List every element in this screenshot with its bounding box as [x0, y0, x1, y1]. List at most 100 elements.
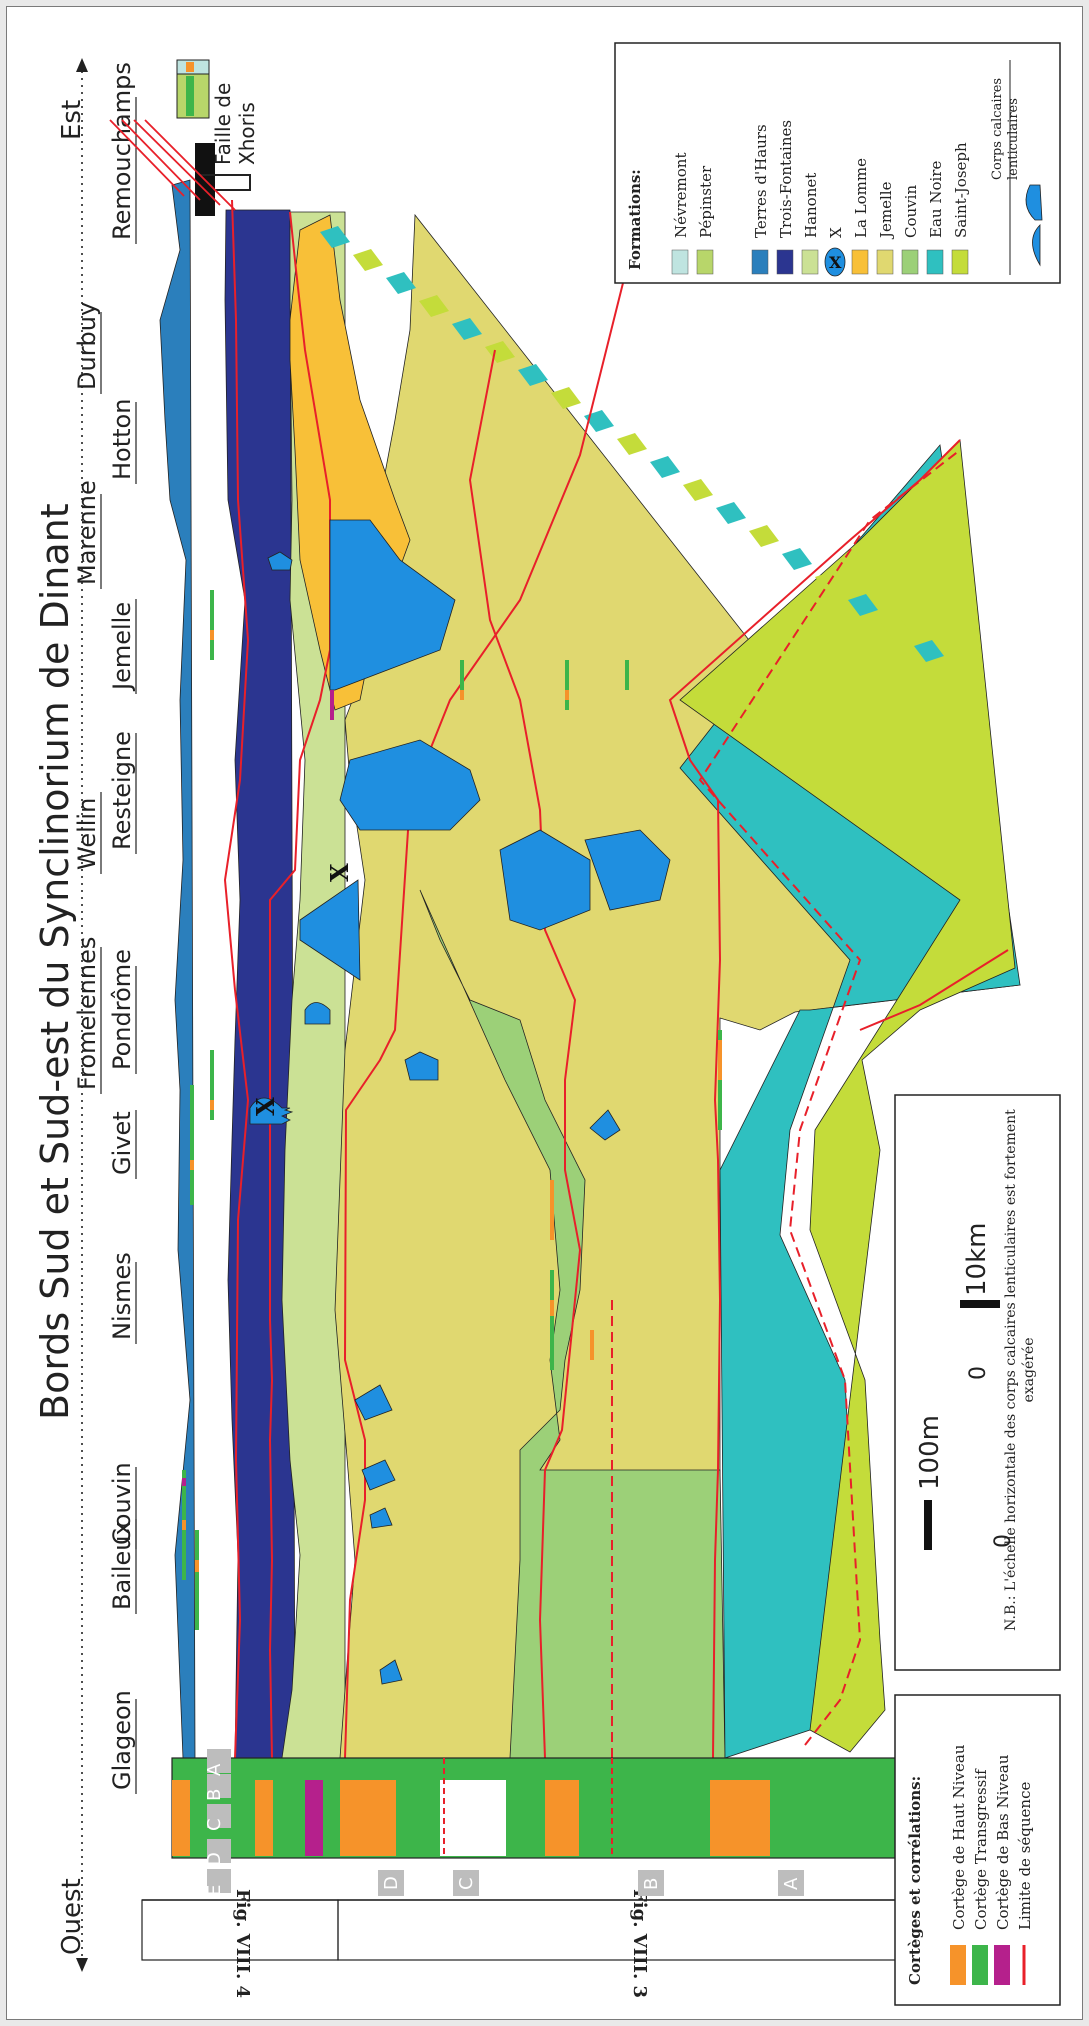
scale-vertical-zero: 0	[991, 1534, 1016, 1548]
locality-label: Resteigne	[108, 731, 136, 850]
fault-bracket	[200, 174, 251, 191]
lenticular-legend-icon	[1025, 184, 1043, 221]
sequence-label: A	[781, 1877, 802, 1890]
correlation-line	[133, 119, 221, 206]
hatch-segment	[683, 479, 713, 501]
hatch-segment	[320, 226, 350, 248]
sequence-label: C	[204, 1818, 225, 1831]
locality-label: Hotton	[108, 399, 136, 480]
cortege-legend: Cortèges et corrélations: Cortège de Hau…	[894, 1694, 1061, 2006]
formation-label: Eau Noire	[927, 161, 945, 238]
sequence-badge	[638, 1870, 664, 1896]
locality-label: Wellin	[73, 798, 101, 870]
lenticular-legend-icon	[1032, 224, 1041, 267]
sequence-badge	[207, 1869, 231, 1893]
cortege-swatch	[994, 1945, 1010, 1985]
formation-swatch	[926, 249, 944, 275]
west-arrow-icon	[76, 1958, 88, 1972]
lens-x-label: X	[325, 863, 354, 882]
cortege-label: Limite de séquence	[1016, 1782, 1034, 1930]
fault-label: Faille de Xhoris	[211, 76, 259, 165]
sequence-limit-line	[223, 199, 250, 1759]
hatch-segment	[518, 364, 548, 386]
direction-east-label: Est	[57, 100, 87, 140]
sequence-limit-line	[268, 211, 331, 1759]
east-arrow-icon	[76, 58, 88, 72]
correlation-line	[144, 119, 236, 211]
locality-label: Couvin	[108, 1462, 136, 1545]
formation-swatch	[801, 249, 819, 275]
lens-body	[354, 1384, 393, 1421]
locality-labels: GlageonBaileuxCouvinNismesGivetFromelenn…	[73, 62, 137, 1794]
sequence-limit-line	[668, 439, 961, 1759]
cortege-label: Cortège de Bas Niveau	[994, 1754, 1012, 1930]
horizontal-scale-bar	[960, 1300, 1000, 1308]
lens-x-label: X	[251, 1097, 280, 1116]
formation-swatch	[776, 249, 794, 275]
hatch-segment	[353, 249, 383, 271]
formation-swatch	[951, 249, 969, 275]
formation-swatch-x: X	[829, 253, 842, 272]
formation-label: X	[827, 227, 845, 238]
hatch-segment	[419, 295, 449, 317]
diagonal-hatching	[320, 226, 977, 685]
scale-vertical-value: 100m	[915, 1415, 945, 1490]
locality-label: Glageon	[108, 1690, 136, 1790]
sequence-badge	[207, 1749, 231, 1773]
hatch-segment	[914, 640, 944, 662]
sequence-limit-line	[468, 349, 582, 1759]
lens-body	[267, 551, 293, 571]
sequence-limit-line	[343, 214, 641, 1759]
locality-label: Jemelle	[108, 602, 136, 692]
sequence-badge	[378, 1870, 404, 1896]
lens-body	[249, 1097, 294, 1125]
cortege-legend-title: Cortèges et corrélations:	[906, 1776, 924, 1985]
locality-label: Pondrôme	[108, 949, 136, 1070]
formation-swatch	[901, 249, 919, 275]
scale-note: N.B.: L'échelle horizontale des corps ca…	[1003, 1109, 1038, 1631]
formation-swatch	[876, 249, 894, 275]
diagram-title: Bords Sud et Sud-est du Synclinorium de …	[33, 503, 77, 1420]
lens-body	[329, 519, 456, 691]
formation-label: Couvin	[902, 185, 920, 238]
vertical-scale-bar	[924, 1500, 932, 1550]
lens-body	[304, 1002, 331, 1025]
cortege-swatch	[950, 1945, 966, 1985]
lens-body	[299, 879, 361, 981]
cross-section-body: Faille de Xhoris	[109, 59, 1021, 1759]
hatch-segment	[650, 456, 680, 478]
sequence-label: B	[204, 1789, 225, 1801]
lens-body	[369, 1507, 393, 1529]
formation-saint-joseph	[679, 439, 1016, 1753]
lenticular-bodies: X X	[249, 519, 671, 1685]
hatch-segment	[485, 341, 515, 363]
formation-label: Névremont	[672, 153, 690, 238]
hatch-segment	[617, 433, 647, 455]
hatch-segment	[551, 387, 581, 409]
sequence-label: C	[456, 1877, 477, 1890]
locality-label: Remouchamps	[108, 62, 136, 240]
hatch-segment	[716, 502, 746, 524]
formation-swatch	[671, 249, 689, 275]
sequence-label: E	[204, 1885, 225, 1896]
correlation-line	[121, 119, 201, 201]
locality-label: Fromelennes	[73, 937, 101, 1090]
scale-horizontal-zero: 0	[966, 1366, 991, 1380]
lens-body	[379, 1659, 403, 1685]
hatch-segment	[782, 548, 812, 570]
correlation-ticks	[182, 590, 722, 1630]
hatch-segment	[584, 410, 614, 432]
formation-label: Trois-Fontaines	[777, 120, 795, 238]
formation-swatch	[824, 247, 846, 277]
sequence-limit-line	[859, 949, 1009, 1031]
lens-body	[589, 1109, 621, 1141]
formation-label: Pépinster	[697, 165, 715, 238]
formations-legend-title: Formations:	[626, 169, 644, 270]
locality-label: Marenne	[73, 480, 101, 585]
formation-trois-fontaines	[224, 209, 296, 1759]
east-column-orange	[186, 62, 194, 72]
sequence-badge	[207, 1839, 231, 1863]
locality-label: Givet	[108, 1111, 136, 1175]
